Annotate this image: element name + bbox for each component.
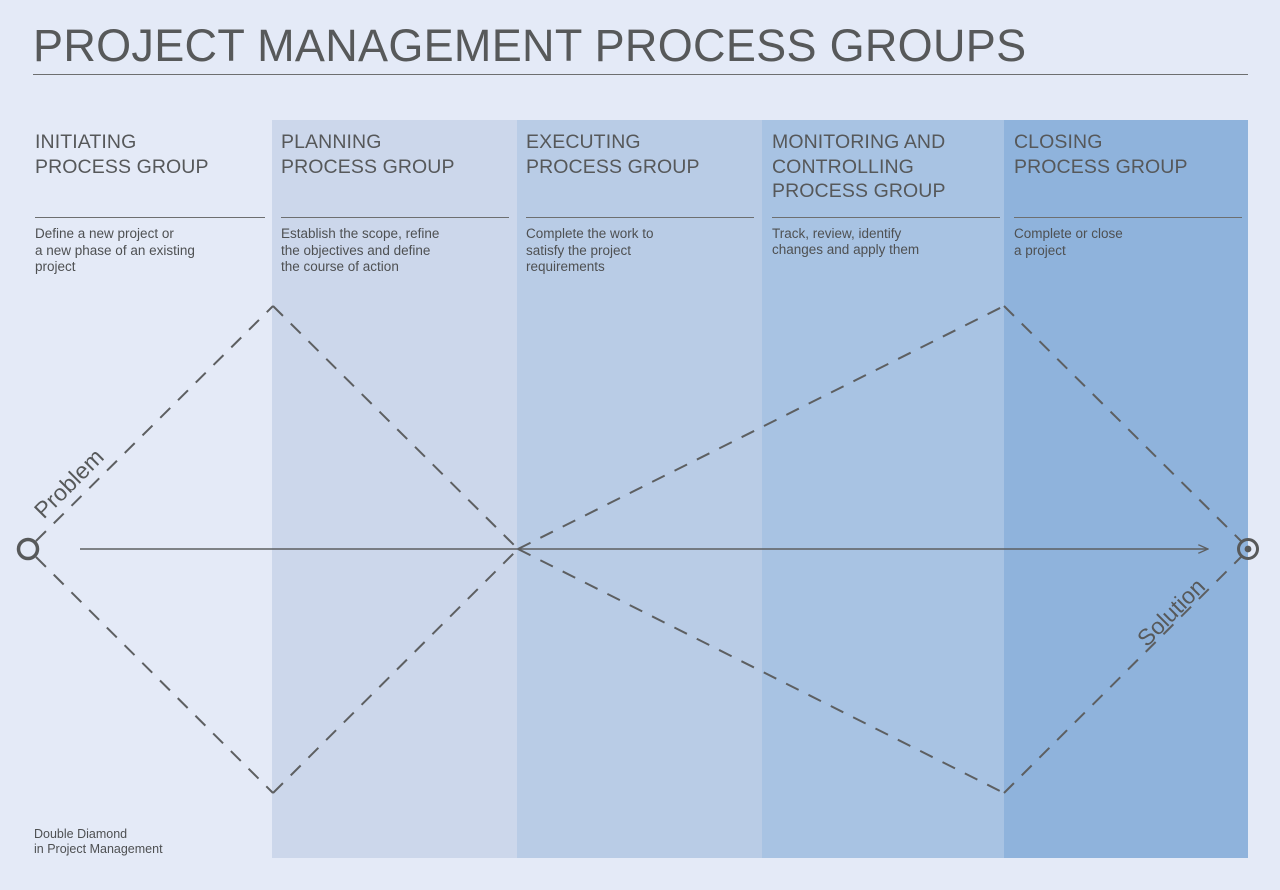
heading-spacer xyxy=(1014,179,1242,207)
column-planning: PLANNING PROCESS GROUP Establish the sco… xyxy=(281,130,509,276)
footer-note: Double Diamond in Project Management xyxy=(34,827,163,856)
heading-spacer xyxy=(281,179,509,207)
column-heading: PLANNING PROCESS GROUP xyxy=(281,131,455,178)
column-description: Define a new project or a new phase of a… xyxy=(35,226,195,274)
heading-spacer xyxy=(526,179,754,207)
column-closing: CLOSING PROCESS GROUP Complete or close … xyxy=(1014,130,1242,259)
column-description: Complete the work to satisfy the project… xyxy=(526,226,654,274)
column-description: Complete or close a project xyxy=(1014,226,1123,258)
heading-spacer xyxy=(35,179,265,207)
column-heading: CLOSING PROCESS GROUP xyxy=(1014,131,1188,178)
column-monitoring-controlling: MONITORING AND CONTROLLING PROCESS GROUP… xyxy=(772,130,1000,259)
column-divider xyxy=(281,217,509,218)
column-description: Establish the scope, refine the objectiv… xyxy=(281,226,440,274)
column-heading: MONITORING AND CONTROLLING PROCESS GROUP xyxy=(772,131,946,202)
column-divider xyxy=(35,217,265,218)
column-divider xyxy=(1014,217,1242,218)
column-executing: EXECUTING PROCESS GROUP Complete the wor… xyxy=(526,130,754,276)
column-divider xyxy=(772,216,1000,218)
title-divider xyxy=(33,74,1248,75)
column-divider xyxy=(526,217,754,218)
column-heading: EXECUTING PROCESS GROUP xyxy=(526,131,700,178)
heading-spacer xyxy=(772,204,1000,207)
page-title: PROJECT MANAGEMENT PROCESS GROUPS xyxy=(33,20,1027,71)
column-heading: INITIATING PROCESS GROUP xyxy=(35,131,209,178)
column-initiating: INITIATING PROCESS GROUP Define a new pr… xyxy=(35,130,265,276)
column-description: Track, review, identify changes and appl… xyxy=(772,225,920,258)
